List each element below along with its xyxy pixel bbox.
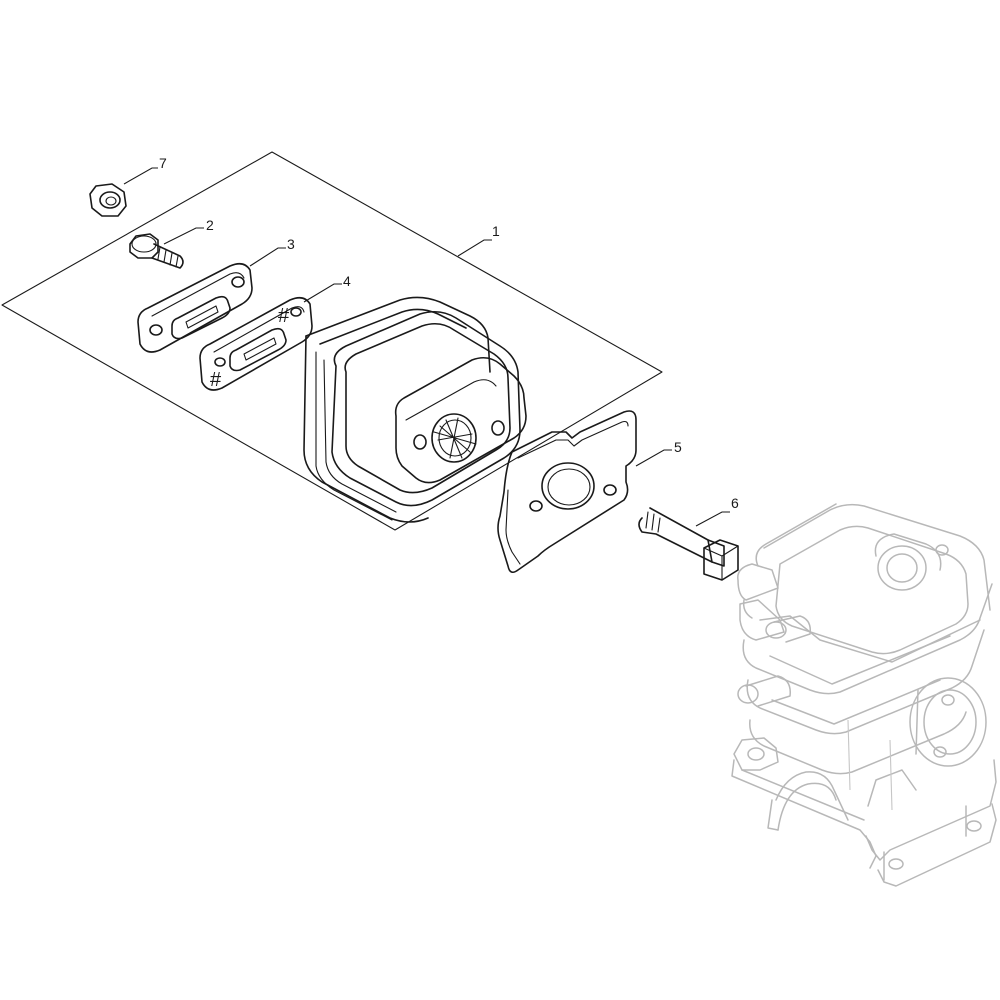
leader-1 [457, 239, 492, 257]
leader-4 [303, 283, 342, 303]
screw [129, 233, 184, 269]
stud-bolt [638, 507, 739, 581]
leader-2 [163, 227, 204, 245]
leader-5 [635, 449, 672, 467]
heat-shield-plate [497, 410, 637, 574]
kit-boundary-outline [1, 151, 663, 531]
callout-2: 2 [206, 217, 214, 233]
gasket-mark-left: # [210, 369, 222, 391]
callout-7: 7 [159, 155, 167, 171]
cylinder-reference [731, 503, 997, 887]
callout-5: 5 [674, 439, 682, 455]
leader-3 [249, 247, 286, 267]
flange-nut [89, 183, 127, 217]
muffler-gasket: # # [199, 296, 313, 391]
callout-1: 1 [492, 223, 500, 239]
callout-6: 6 [731, 495, 739, 511]
callout-3: 3 [287, 236, 295, 252]
leader-7 [123, 167, 158, 185]
gasket-mark-right: # [278, 305, 290, 327]
muffler-plate [137, 262, 253, 353]
muffler-body [303, 296, 527, 523]
leader-lines [123, 167, 730, 527]
leader-6 [695, 511, 730, 527]
callout-labels: 1 2 3 4 5 6 7 [159, 155, 739, 511]
callout-4: 4 [343, 273, 351, 289]
